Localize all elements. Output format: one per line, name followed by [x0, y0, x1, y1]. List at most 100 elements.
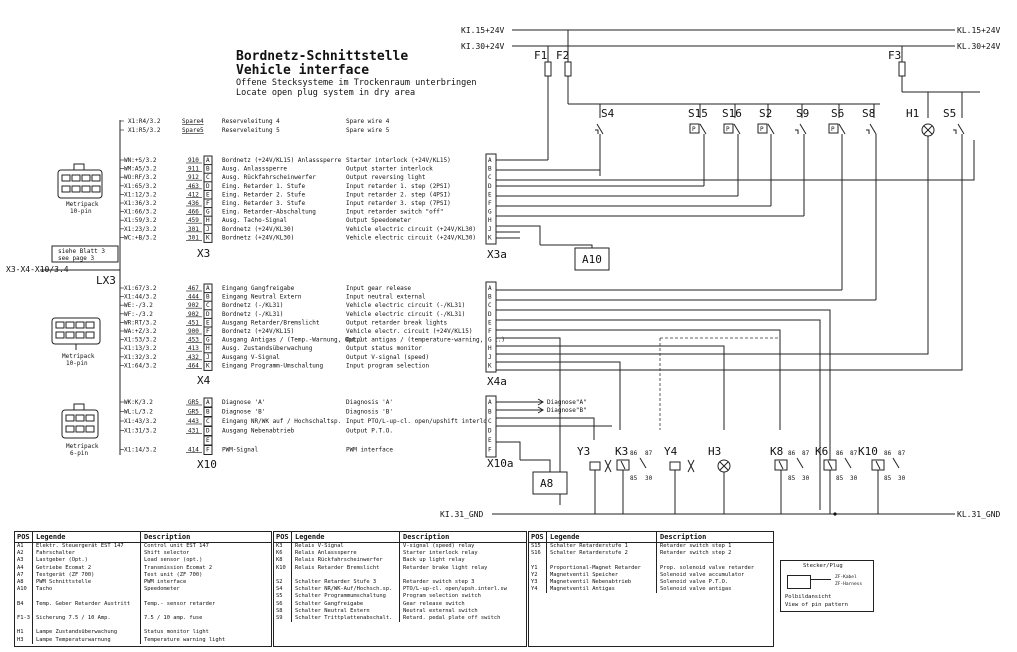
x3a-wires	[496, 140, 975, 245]
see-page-de: siehe Blatt 3	[58, 248, 105, 255]
subtitle-en: Locate open plug system in dry area	[236, 88, 415, 98]
x4-wire-ref: X1:64/3.2	[124, 362, 157, 369]
x3a-pin: F	[488, 200, 492, 207]
legend-en: Test unit (ZF 700)	[144, 571, 203, 578]
x3-wire-no: 459	[188, 217, 199, 224]
legend-de: Elektr. Steuergerät EST 147	[33, 543, 141, 551]
x4-wire-no: 902	[188, 302, 199, 309]
svg-text:P: P	[831, 126, 835, 133]
x3-desc-en: Starter interlock (+24V/KL15)	[346, 157, 451, 164]
legend-en: Solenoid valve antigas	[660, 586, 732, 593]
x4-wire-ref: X1:44/3.2	[124, 294, 157, 301]
svg-text:K8: K8	[770, 445, 783, 458]
svg-text:S9: S9	[796, 107, 809, 120]
x10-wire-no: 443	[188, 418, 199, 425]
reserve-desc-de: Reserveleitung 4	[222, 118, 280, 125]
x4-wire-no: 451	[188, 319, 199, 326]
x3-desc-en: Output starter interlock	[346, 166, 433, 173]
x10-wire-ref: X1:43/3.2	[124, 418, 157, 425]
legend-pos: A3	[15, 557, 33, 565]
legend-header-pos: POS	[529, 532, 547, 542]
legend-en	[141, 608, 147, 615]
x10a-wires	[496, 417, 612, 460]
see-page-en: see page 3	[58, 255, 95, 262]
legend-pos: H3	[15, 636, 33, 644]
x3-desc-en: Input retarder 1. step (2PSI)	[346, 183, 451, 190]
x3a-label: X3a	[487, 248, 507, 261]
legend-en: PWM interface	[144, 579, 187, 586]
x3-desc-de: Eing. Retarder-Abschaltung	[222, 209, 316, 216]
reserve-wire: Spare5	[182, 127, 204, 134]
x3-wire-ref: WM:A5/3.2	[124, 166, 157, 173]
svg-text:S4: S4	[601, 107, 615, 120]
switch-s2: S2 P	[757, 107, 775, 206]
legend-en: Retarder switch step 2	[660, 550, 732, 557]
legend-de: Testgerät (ZF 700)	[33, 571, 141, 580]
svg-text:6-pin: 6-pin	[70, 450, 88, 457]
legend-pos	[15, 593, 33, 601]
x4-wire-no: 464	[188, 362, 199, 369]
x10-label: X10	[197, 458, 217, 471]
legend-en: Retarder switch step 1	[660, 543, 732, 549]
solenoid-y4: Y4	[664, 445, 695, 514]
x4-desc-de: Ausgang Retarder/Bremslicht	[222, 319, 320, 326]
x3-wire-ref: X1:12/3.2	[124, 191, 157, 198]
legend-pos: S6	[274, 600, 292, 608]
legend-header-pos: POS	[15, 532, 33, 542]
x3a-pin: G	[488, 209, 492, 216]
relay-k6: K6 86 87 85 30	[815, 445, 858, 514]
legend-en: Starter interlock relay	[403, 550, 478, 557]
x4-desc-en: Input gear release	[346, 285, 411, 292]
legend-de: Fahrschalter	[33, 550, 141, 558]
x3-pin: F	[206, 200, 210, 207]
x4-pin: G	[206, 337, 210, 344]
x10-desc-en: Output P.T.O.	[346, 428, 393, 435]
x3-wire-no: 911	[188, 166, 199, 173]
svg-text:P: P	[760, 126, 764, 133]
fuse-f2: F2	[556, 30, 572, 104]
reserve-desc-en: Spare wire 4	[346, 118, 390, 125]
legend-en: Temp.- sensor retarder	[144, 600, 216, 607]
x3a-pin: D	[488, 183, 492, 190]
x3a-pin: E	[488, 191, 492, 198]
x4-desc-en: Output V-signal (speed)	[346, 354, 429, 361]
x3-desc-en: Vehicle electric circuit (+24V/KL30)	[346, 234, 476, 241]
x4-wire-no: 453	[188, 337, 199, 344]
x10a-pin: D	[488, 428, 492, 435]
x4-desc-en: Vehicle electric circuit (-/KL31)	[346, 302, 465, 309]
x10-desc-de: PWM-Signal	[222, 447, 259, 454]
plug-icon-x10: Metripack 6-pin	[61, 403, 99, 457]
x4-pin: F	[206, 328, 210, 335]
x3-desc-en: Output reversing light	[346, 174, 426, 181]
svg-text:P: P	[692, 126, 696, 133]
legend-de: Schalter Programmumschaltung	[292, 593, 400, 601]
x4-wire-no: 900	[188, 328, 199, 335]
x10-wire-no: 414	[188, 447, 199, 454]
svg-text:Metripack: Metripack	[66, 443, 99, 450]
x3-label: X3	[197, 247, 210, 260]
x4a-pin: B	[488, 294, 492, 301]
legend-en: Load sensor (opt.)	[144, 557, 203, 564]
plug-legend-zf-harness: ZF-Harness	[835, 582, 863, 587]
legend-en: Retard. pedal plate off switch	[403, 615, 501, 622]
x4-desc-en: Output retarder break lights	[346, 319, 448, 326]
svg-text:S2: S2	[759, 107, 772, 120]
legend-pos: S4	[274, 586, 292, 594]
legend-header-en: Description	[144, 533, 191, 541]
